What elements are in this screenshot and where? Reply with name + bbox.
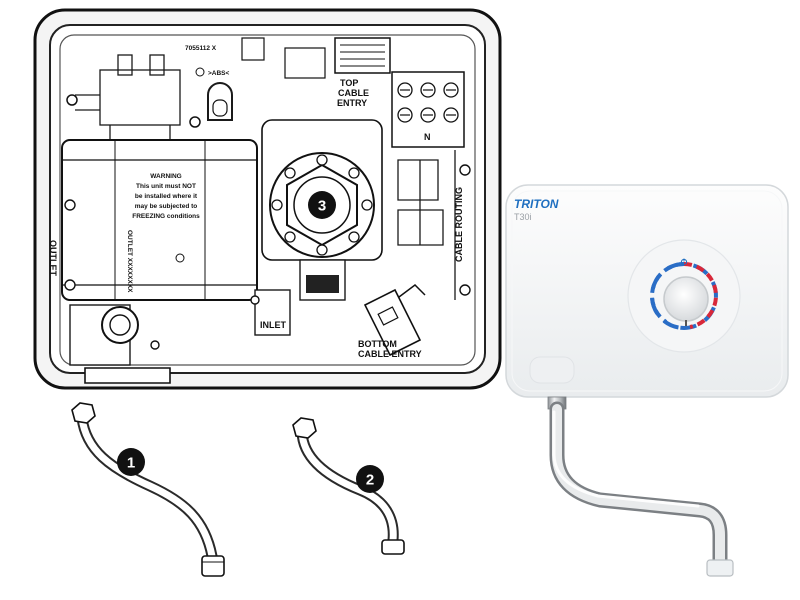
hot-scale-arc: [683, 262, 719, 329]
part-number-label: 7055112 X: [185, 45, 217, 52]
warning-title: WARNING: [150, 173, 181, 180]
callout-3-number: 3: [318, 198, 326, 215]
pipe-nut-icon: [292, 417, 317, 439]
triton-t30i-heater: TRITON T30i: [505, 184, 789, 577]
abs-mark: >ABS<: [208, 70, 230, 77]
warning-line-4: FREEZING conditions: [132, 213, 200, 220]
outlet-serial-label: OUTLET XXXXXXXX: [126, 230, 133, 293]
warning-line-1: This unit must NOT: [136, 183, 196, 190]
model-label: T30i: [514, 212, 532, 222]
heater-internal-diagram: 7055112 X >ABS< TOP CABLE ENTRY: [33, 8, 502, 390]
heating-tank: [61, 139, 258, 301]
cable-routing-label: CABLE ROUTING: [454, 187, 464, 262]
top-cable-entry-line1: TOP: [340, 78, 358, 88]
flow-valve-assembly: [261, 119, 383, 261]
screw-icon: [189, 116, 201, 128]
top-cable-entry-line3: ENTRY: [337, 98, 367, 108]
inlet-label: INLET: [260, 320, 287, 330]
warning-line-3: may be subjected to: [135, 203, 198, 210]
screw-icon: [66, 94, 78, 106]
neutral-terminal-label: N: [424, 132, 431, 142]
top-cable-entry-line2: CABLE: [338, 88, 369, 98]
aerator-nozzle: [706, 559, 734, 577]
callout-3-badge: [308, 191, 336, 219]
outlet-pipe-2: [292, 417, 405, 555]
pipe-nut-icon: [71, 402, 96, 424]
warning-line-2: be installed where it: [135, 193, 198, 200]
callout-1-number: 1: [127, 455, 135, 472]
callout-2-number: 2: [366, 472, 374, 489]
brand-logo: TRITON: [514, 197, 559, 211]
callout-2-badge: [356, 465, 384, 493]
terminal-block: N: [391, 71, 465, 148]
outlet-pipe-1: [71, 402, 225, 577]
bottom-cable-entry-line1: BOTTOM: [358, 339, 397, 349]
bottom-cable-entry: [363, 288, 422, 357]
outlet-side-label: OUTLET: [48, 240, 58, 276]
temperature-dial[interactable]: [663, 276, 709, 322]
callout-1-badge: [117, 448, 145, 476]
cable-entry-cover: [529, 356, 575, 384]
bottom-cable-entry-line2: CABLE ENTRY: [358, 349, 422, 359]
cold-scale-arc: [650, 262, 718, 330]
